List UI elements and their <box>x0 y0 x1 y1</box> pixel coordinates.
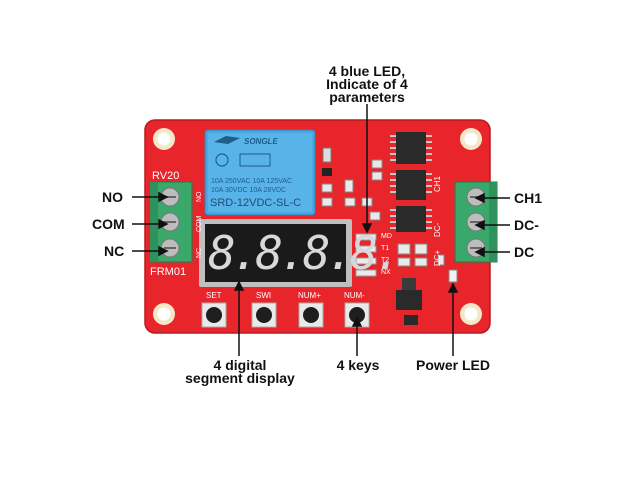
callout-blue-led-line2: Indicate of 4 <box>326 76 408 92</box>
key-label-num-plus: NUM+ <box>298 291 321 300</box>
callout-power-led: Power LED <box>416 357 490 373</box>
mounting-hole-bottom-right <box>460 303 482 325</box>
terminal-label-com: COM <box>196 215 203 232</box>
key-label-set: SET <box>206 291 222 300</box>
key-set <box>201 302 227 328</box>
callout-blue-led-line1: 4 blue LED, <box>328 63 406 79</box>
blue-led-t2 <box>355 257 377 265</box>
ic-chip-1 <box>390 132 432 164</box>
callout-blue-led-line3: parameters <box>329 89 405 105</box>
mounting-hole-bottom-left <box>153 303 175 325</box>
key-swi <box>251 302 277 328</box>
terminal-label-nc: NC <box>196 247 203 258</box>
terminal-label-dc-plus: DC+ <box>433 249 442 266</box>
callout-com: COM <box>92 216 125 232</box>
relay-rating-line2: 10A 30VDC 10A 28VDC <box>211 187 287 194</box>
key-label-num-minus: NUM- <box>344 291 365 300</box>
relay-rating-line1: 10A 250VAC 10A 125VAC <box>211 178 293 185</box>
terminal-block-right <box>454 181 498 263</box>
callout-no: NO <box>102 189 123 205</box>
callout-display-line2: segment display <box>185 370 295 386</box>
led-label-t2: T2 <box>381 257 390 264</box>
key-num-minus <box>344 302 370 328</box>
blue-led-t1 <box>355 245 377 253</box>
callout-keys: 4 keys <box>336 357 380 373</box>
terminal-block-left <box>149 181 193 263</box>
led-label-md: MD <box>381 233 392 240</box>
callout-nc: NC <box>104 243 125 259</box>
terminal-label-ch1: CH1 <box>433 175 442 192</box>
callout-dc-minus: DC- <box>514 217 539 233</box>
terminal-label-dc-minus: DC- <box>433 222 442 237</box>
relay-brand: SONGLE <box>244 137 278 146</box>
led-label-nx: NX <box>381 269 391 276</box>
seven-segment-display <box>199 219 352 287</box>
callout-display-line1: 4 digital <box>213 357 267 373</box>
blue-led-md <box>355 233 377 241</box>
relay <box>204 129 316 216</box>
mounting-hole-top-right <box>460 128 482 150</box>
terminal-label-no: NO <box>196 191 203 203</box>
mounting-hole-top-left <box>153 128 175 150</box>
led-label-t1: T1 <box>381 245 390 252</box>
relay-model: SRD-12VDC-SL-C <box>210 197 302 209</box>
voltage-regulator <box>396 278 422 310</box>
blue-led-nx <box>355 269 377 277</box>
frm01-label: FRM01 <box>150 266 187 278</box>
power-led <box>448 269 458 283</box>
key-label-swi: SWI <box>256 291 272 300</box>
rv20-label: RV20 <box>152 170 180 182</box>
ic-chip-3 <box>390 206 432 232</box>
callout-dc: DC <box>514 244 535 260</box>
callout-ch1: CH1 <box>514 190 543 206</box>
key-num-plus <box>298 302 324 328</box>
ic-chip-2 <box>390 170 432 200</box>
display-digits: 8.8.8.8. <box>208 226 402 280</box>
